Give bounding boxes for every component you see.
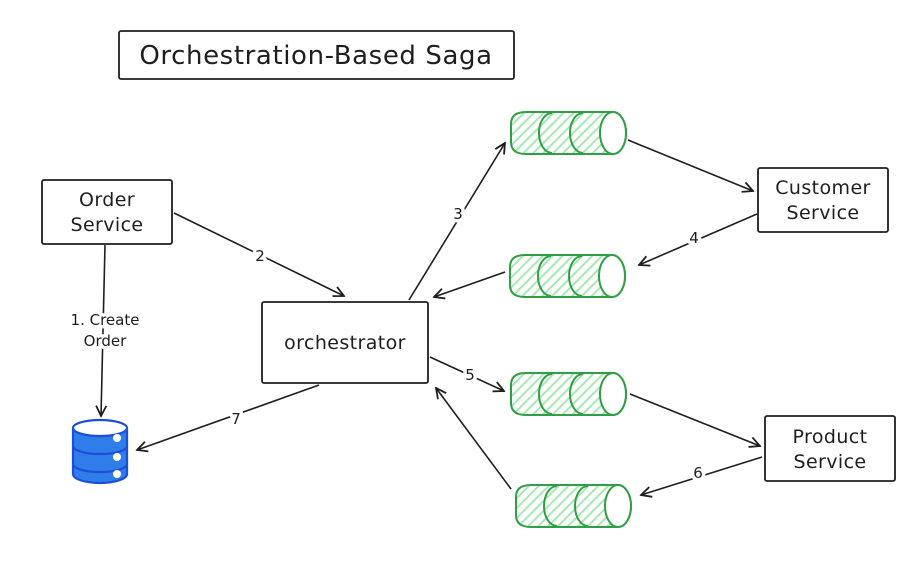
database-dot xyxy=(113,434,121,442)
diagram-title: Orchestration-Based Saga xyxy=(139,41,492,71)
message-queue-3-icon xyxy=(510,372,627,416)
orchestrator-node: orchestrator xyxy=(261,301,429,384)
edge-7 xyxy=(137,384,320,450)
edge-5 xyxy=(429,356,504,391)
edge-label-step7: 7 xyxy=(231,410,241,428)
orchestrator-label: orchestrator xyxy=(284,332,406,354)
edge-queue3-to-product xyxy=(629,393,760,446)
edge-label-step6: 6 xyxy=(693,464,703,482)
message-queue-1-icon xyxy=(510,111,627,155)
edge-6 xyxy=(641,456,763,495)
product-service-node: Product Service xyxy=(764,415,896,482)
edge-queue4-to-orchestrator xyxy=(436,388,512,490)
product-service-label-line2: Service xyxy=(793,451,866,473)
edge-label-group: 1. Create Order 2 3 4 5 6 7 xyxy=(67,202,706,486)
title-box: Orchestration-Based Saga xyxy=(118,30,515,80)
edge-group xyxy=(101,139,763,495)
edge-label-step1-line1: 1. Create xyxy=(71,311,140,329)
database-dot xyxy=(113,453,121,461)
edge-queue1-to-customer xyxy=(627,139,753,191)
customer-service-label-line2: Service xyxy=(786,202,859,224)
database-icon xyxy=(71,418,129,485)
message-queue-2-icon xyxy=(509,254,626,298)
product-service-label-line1: Product xyxy=(793,426,868,448)
edge-label-step5: 5 xyxy=(465,366,475,384)
edge-4 xyxy=(639,213,758,265)
edge-label-step4: 4 xyxy=(689,229,699,247)
message-queue-4-icon xyxy=(515,484,632,528)
database-dot xyxy=(113,470,121,478)
order-service-label-line1: Order xyxy=(79,189,135,211)
customer-service-label-line1: Customer xyxy=(775,177,871,199)
order-service-label-line2: Service xyxy=(70,214,143,236)
edge-2 xyxy=(173,212,344,296)
edge-label-step2: 2 xyxy=(255,247,265,265)
edge-label-step3: 3 xyxy=(453,205,463,223)
edge-queue2-to-orchestrator xyxy=(434,271,506,297)
order-service-node: Order Service xyxy=(41,179,173,245)
edge-3 xyxy=(408,143,505,301)
edge-create-order xyxy=(101,244,105,416)
customer-service-node: Customer Service xyxy=(757,167,889,233)
edge-label-step1-line2: Order xyxy=(84,332,127,350)
